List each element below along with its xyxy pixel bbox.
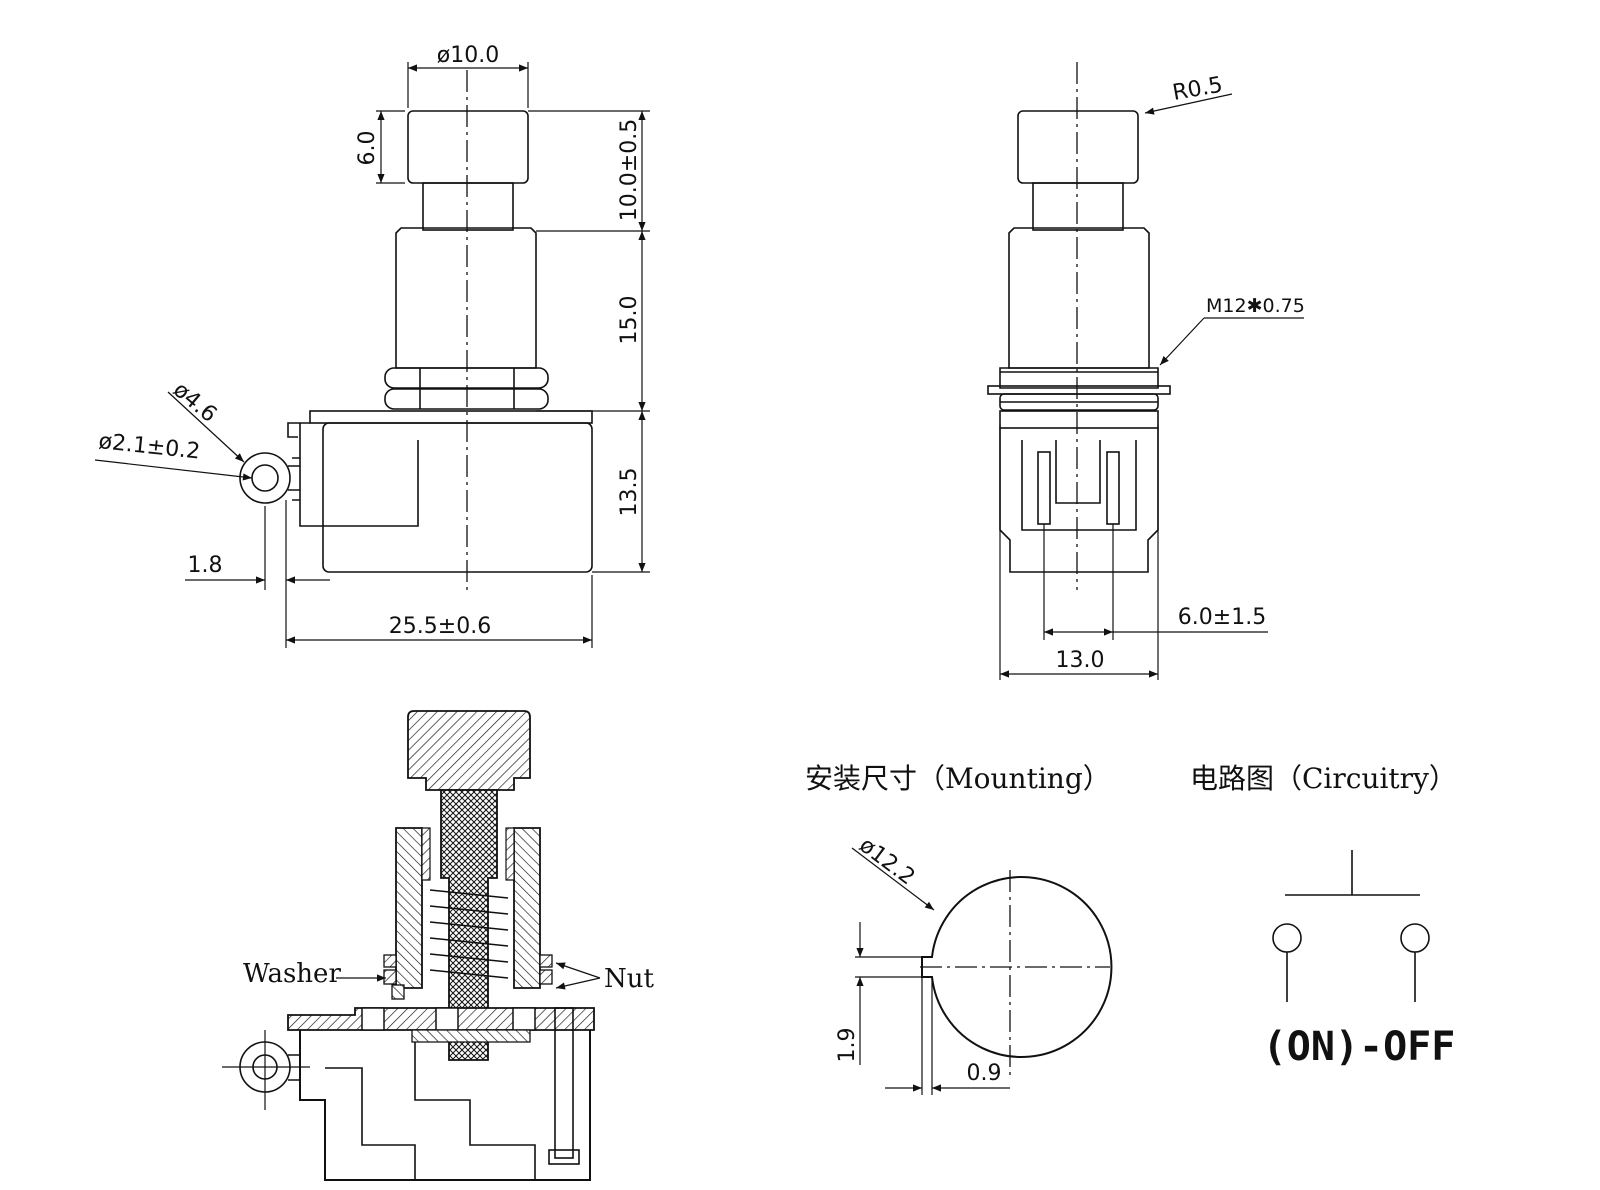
front-view: ø10.0 6.0 10.0±0.5 15.0 13.5 ø4.6 ø2.1±0… <box>94 43 650 648</box>
front-lug-eye <box>239 452 291 504</box>
side-terminal-right <box>1106 451 1120 525</box>
section-bushing-right <box>513 827 541 989</box>
plunger-travel-label: 10.0±0.5 <box>617 119 642 221</box>
lug-hole-diameter-label: ø2.1±0.2 <box>97 429 201 465</box>
front-nut-upper <box>384 367 549 389</box>
key-depth-label: 0.9 <box>967 1061 1002 1086</box>
nut-label: Nut <box>604 964 654 994</box>
cap-radius-label: R0.5 <box>1171 73 1225 106</box>
body-height-label: 13.5 <box>617 468 642 517</box>
side-terminal-left <box>1037 451 1051 525</box>
circuitry-heading: 电路图（Circuitry） <box>1190 762 1457 795</box>
bushing-height-label: 15.0 <box>617 296 642 345</box>
side-view: R0.5 M12✱0.75 6.0±1.5 13.0 <box>987 62 1305 680</box>
thread-label: M12✱0.75 <box>1206 295 1305 317</box>
section-spring <box>429 889 509 979</box>
circuit-mode-label: (ON)-OFF <box>1263 1024 1456 1070</box>
body-width-label: 13.0 <box>1056 648 1105 673</box>
section-plunger <box>440 789 498 1061</box>
section-body <box>299 1030 591 1181</box>
side-plunger-stem <box>1032 182 1124 231</box>
body-length-label: 25.5±0.6 <box>389 614 491 639</box>
circuit-diagram: 电路图（Circuitry） (ON)-OFF <box>1190 762 1457 1070</box>
front-lug-tab <box>287 422 310 438</box>
front-lug-strip <box>299 423 419 527</box>
lug-offset-label: 1.8 <box>188 553 223 578</box>
terminal-right <box>1400 923 1430 953</box>
side-nut <box>999 367 1159 389</box>
key-height-label: 1.9 <box>835 1028 860 1063</box>
side-plate <box>999 410 1159 429</box>
side-body <box>999 428 1159 573</box>
section-cap <box>407 710 531 791</box>
front-cap <box>407 110 529 184</box>
side-cap <box>1017 110 1139 184</box>
mounting-hole <box>921 876 1113 1058</box>
front-plunger-stem <box>422 182 514 231</box>
section-view: Washer Nut <box>222 710 654 1181</box>
front-nut-lower <box>384 388 549 410</box>
side-inner-body <box>1021 440 1137 531</box>
cap-height-label: 6.0 <box>355 131 380 166</box>
terminal-pitch-label: 6.0±1.5 <box>1178 605 1266 630</box>
section-terminal <box>554 1007 574 1159</box>
side-bushing <box>1008 227 1150 369</box>
section-nuts <box>383 954 553 1000</box>
front-body <box>322 422 593 573</box>
mounting-diameter-label: ø12.2 <box>854 833 919 891</box>
mounting-cutout: 安装尺寸（Mounting） ø12.2 1.9 0.9 <box>805 762 1113 1095</box>
front-lug-hole <box>251 464 279 492</box>
mounting-heading: 安装尺寸（Mounting） <box>805 762 1111 795</box>
terminal-left <box>1272 923 1302 953</box>
front-bushing <box>395 227 537 369</box>
section-bushing-left <box>395 827 423 989</box>
lug-outer-diameter-label: ø4.6 <box>168 377 221 427</box>
front-mount-plate <box>309 410 593 424</box>
cap-diameter-label: ø10.0 <box>437 43 499 68</box>
washer-label: Washer <box>243 959 341 989</box>
